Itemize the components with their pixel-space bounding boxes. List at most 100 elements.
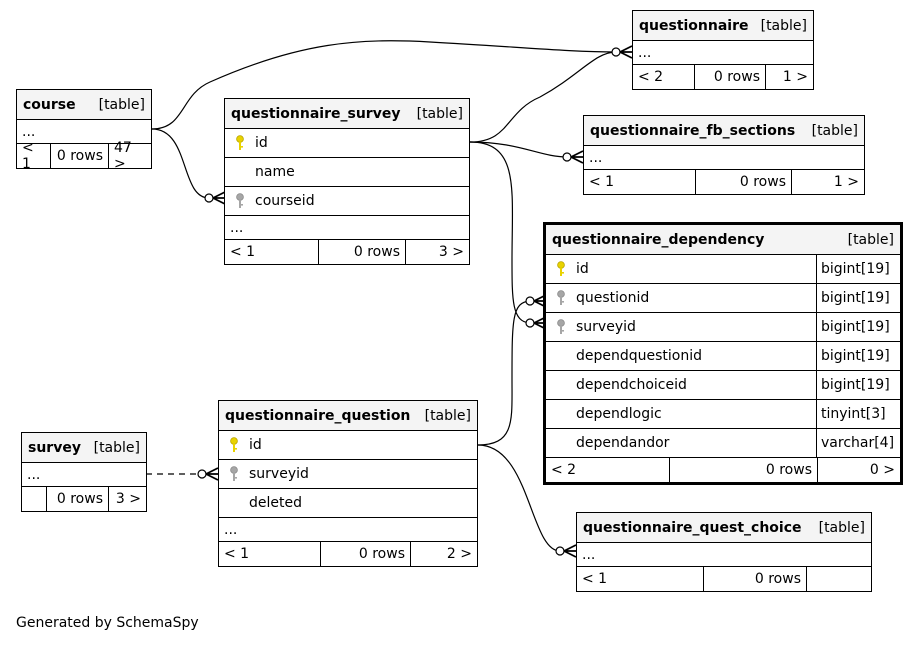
parents-count[interactable]: < 1	[17, 140, 51, 172]
parents-count[interactable]: < 1	[577, 567, 704, 591]
table-name: questionnaire_survey	[231, 105, 401, 122]
row-count: 0 rows	[319, 240, 406, 264]
column-type: bigint[19]	[816, 284, 900, 312]
parents-count[interactable]: < 1	[584, 170, 696, 194]
table-footer: < 1 0 rows 1 >	[584, 170, 864, 194]
column-row[interactable]: id	[219, 431, 477, 460]
parents-count[interactable]: < 2	[546, 458, 670, 482]
column-type: bigint[19]	[816, 342, 900, 370]
table-questionnaire-fb-sections[interactable]: questionnaire_fb_sections [table] ... < …	[583, 115, 865, 195]
parents-count[interactable]	[22, 487, 47, 511]
children-count[interactable]: 1 >	[782, 69, 808, 85]
children-count[interactable]	[807, 567, 871, 591]
column-name: surveyid	[249, 466, 309, 482]
column-row[interactable]: dependchoiceid bigint[19]	[546, 371, 900, 400]
table-type: [table]	[93, 439, 140, 456]
column-row[interactable]: questionid bigint[19]	[546, 284, 900, 313]
column-name: name	[255, 164, 295, 180]
column-row[interactable]: deleted	[219, 489, 477, 518]
table-course[interactable]: course [table] ... < 1 0 rows 47 >	[16, 89, 152, 172]
foreign-key-icon	[546, 290, 576, 306]
column-row[interactable]: name	[225, 158, 469, 187]
table-questionnaire-quest-choice[interactable]: questionnaire_quest_choice [table] ... <…	[576, 512, 872, 592]
column-name: dependandor	[576, 435, 670, 451]
children-count[interactable]: 47 >	[114, 140, 132, 172]
table-questionnaire-dependency[interactable]: questionnaire_dependency [table] id bigi…	[543, 222, 903, 485]
table-footer: < 1 0 rows 2 >	[219, 542, 477, 566]
table-footer: < 2 0 rows 1 >	[633, 65, 813, 89]
table-footer: < 1 0 rows 47 >	[17, 140, 151, 172]
column-row[interactable]: id bigint[19]	[546, 255, 900, 284]
parents-count[interactable]: < 2	[633, 65, 695, 89]
more-columns: ...	[584, 146, 864, 170]
column-row[interactable]: dependquestionid bigint[19]	[546, 342, 900, 371]
column-row[interactable]: dependlogic tinyint[3]	[546, 400, 900, 429]
crowfoot-question-surveyid	[197, 467, 219, 481]
column-name: deleted	[249, 495, 302, 511]
table-type: [table]	[818, 519, 865, 536]
row-count: 0 rows	[670, 458, 818, 482]
rel-survey-dependency	[469, 141, 531, 324]
table-footer: 0 rows 3 >	[22, 487, 146, 511]
parents-count[interactable]: < 1	[219, 542, 321, 566]
children-count[interactable]: 1 >	[833, 174, 859, 190]
foreign-key-icon	[225, 193, 255, 209]
children-count[interactable]: 3 >	[438, 244, 464, 260]
column-name: id	[255, 135, 268, 151]
table-header: questionnaire_survey [table]	[225, 99, 469, 129]
table-header: questionnaire_quest_choice [table]	[577, 513, 871, 543]
row-count: 0 rows	[696, 170, 792, 194]
table-questionnaire[interactable]: questionnaire [table] ... < 2 0 rows 1 >	[632, 10, 814, 90]
column-row[interactable]: surveyid bigint[19]	[546, 313, 900, 342]
primary-key-icon	[546, 261, 576, 277]
crowfoot-questionnaire	[611, 45, 633, 59]
primary-key-icon	[225, 135, 255, 151]
table-header: questionnaire_question [table]	[219, 401, 477, 431]
column-name: dependchoiceid	[576, 377, 687, 393]
table-name: questionnaire_quest_choice	[583, 519, 802, 536]
table-type: [table]	[760, 17, 807, 34]
column-name: id	[249, 437, 262, 453]
table-header: course [table]	[17, 90, 151, 120]
column-name: dependlogic	[576, 406, 662, 422]
column-type: bigint[19]	[816, 371, 900, 399]
column-name: courseid	[255, 193, 315, 209]
more-columns: ...	[577, 543, 871, 567]
column-type: varchar[4]	[816, 429, 900, 457]
rel-question-dependency	[477, 300, 531, 446]
primary-key-icon	[219, 437, 249, 453]
column-name: id	[576, 261, 589, 277]
more-columns: ...	[633, 41, 813, 65]
row-count: 0 rows	[47, 487, 109, 511]
children-count[interactable]: 0 >	[869, 462, 895, 478]
table-name: questionnaire	[639, 17, 749, 34]
rel-course-survey	[151, 128, 210, 199]
table-header: questionnaire_fb_sections [table]	[584, 116, 864, 146]
table-footer: < 2 0 rows 0 >	[546, 458, 900, 482]
table-type: [table]	[424, 407, 471, 424]
row-count: 0 rows	[321, 542, 411, 566]
crowfoot-fbsections	[562, 150, 584, 164]
table-type: [table]	[98, 96, 145, 113]
more-columns: ...	[219, 518, 477, 542]
children-count[interactable]: 3 >	[115, 491, 141, 507]
foreign-key-icon	[219, 466, 249, 482]
table-survey[interactable]: survey [table] ... 0 rows 3 >	[21, 432, 147, 512]
column-row[interactable]: surveyid	[219, 460, 477, 489]
table-name: questionnaire_dependency	[552, 231, 765, 248]
rel-question-choice	[477, 444, 561, 552]
more-columns: ...	[17, 120, 151, 144]
column-row[interactable]: dependandor varchar[4]	[546, 429, 900, 458]
column-name: surveyid	[576, 319, 636, 335]
table-questionnaire-question[interactable]: questionnaire_question [table] id survey…	[218, 400, 478, 567]
column-row[interactable]: id	[225, 129, 469, 158]
crowfoot-quest-choice	[555, 544, 577, 558]
column-type: tinyint[3]	[816, 400, 900, 428]
rel-survey-fbsections	[469, 141, 568, 158]
children-count[interactable]: 2 >	[446, 546, 472, 562]
column-name: questionid	[576, 290, 650, 306]
column-row[interactable]: courseid	[225, 187, 469, 216]
parents-count[interactable]: < 1	[225, 240, 319, 264]
table-questionnaire-survey[interactable]: questionnaire_survey [table] id name cou…	[224, 98, 470, 265]
